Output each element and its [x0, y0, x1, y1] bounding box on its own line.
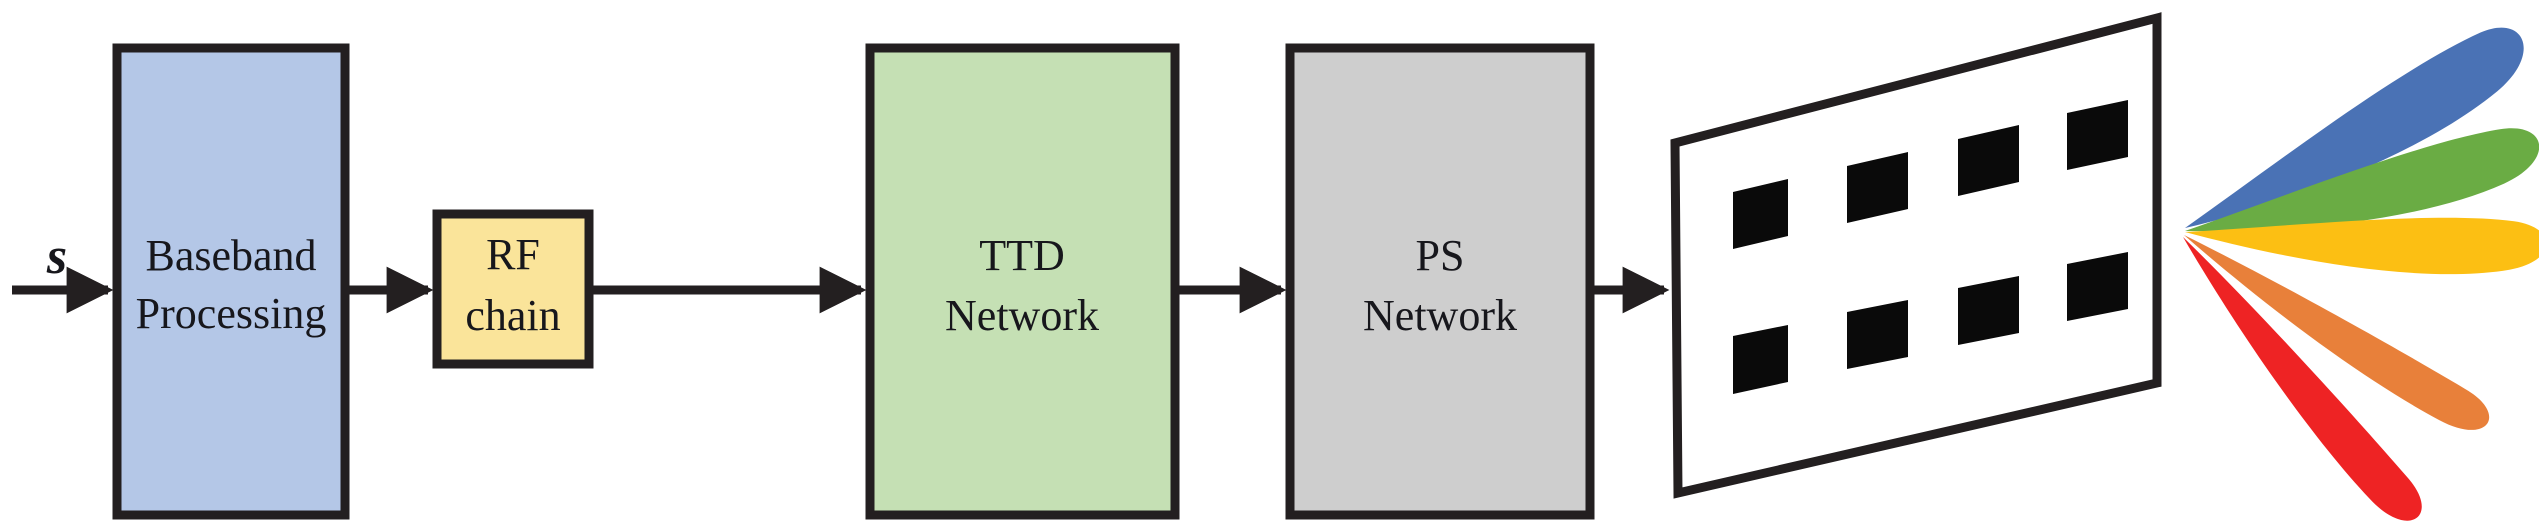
beam-lobe-orange [2184, 235, 2490, 430]
rf-chain-label-line1: RF [486, 230, 540, 279]
baseband-processing-label-line2: Processing [136, 289, 327, 338]
ttd-network-label-line1: TTD [979, 231, 1065, 280]
beam-lobe-yellow [2185, 217, 2539, 275]
antenna-element-r1c1 [1733, 179, 1788, 249]
baseband-processing-box[interactable] [112, 43, 350, 520]
beam-lobe-green [2185, 128, 2539, 232]
antenna-element-r1c2 [1847, 152, 1908, 223]
ps-network-box[interactable] [1285, 43, 1595, 520]
antenna-array-panel[interactable] [1670, 12, 2162, 499]
input-signal-label: s [46, 228, 67, 285]
ttd-network-label-line2: Network [945, 291, 1099, 340]
baseband-processing-label-line1: Baseband [145, 231, 316, 280]
antenna-element-r2c1 [1733, 325, 1788, 394]
ps-network-label-line2: Network [1363, 291, 1517, 340]
beam-pattern-group [2183, 27, 2539, 521]
ttd-network-box[interactable] [865, 43, 1180, 520]
beam-lobe-blue [2185, 27, 2524, 228]
antenna-panel-outline[interactable] [1670, 12, 2162, 499]
stage-ttd-network[interactable]: TTD Network [865, 43, 1180, 520]
antenna-element-r2c3 [1958, 276, 2019, 345]
antenna-element-r1c4 [2067, 100, 2128, 170]
beam-lobe-red [2183, 237, 2422, 521]
antenna-element-r2c2 [1847, 300, 1908, 369]
stage-ps-network[interactable]: PS Network [1285, 43, 1595, 520]
ps-network-label-line1: PS [1416, 231, 1465, 280]
antenna-element-r1c3 [1958, 125, 2019, 196]
antenna-element-r2c4 [2067, 252, 2128, 321]
stage-baseband-processing[interactable]: Baseband Processing [112, 43, 350, 520]
input-signal-group: s [12, 228, 114, 314]
stage-rf-chain[interactable]: RF chain [432, 209, 594, 369]
rf-chain-label-line2: chain [465, 291, 560, 340]
